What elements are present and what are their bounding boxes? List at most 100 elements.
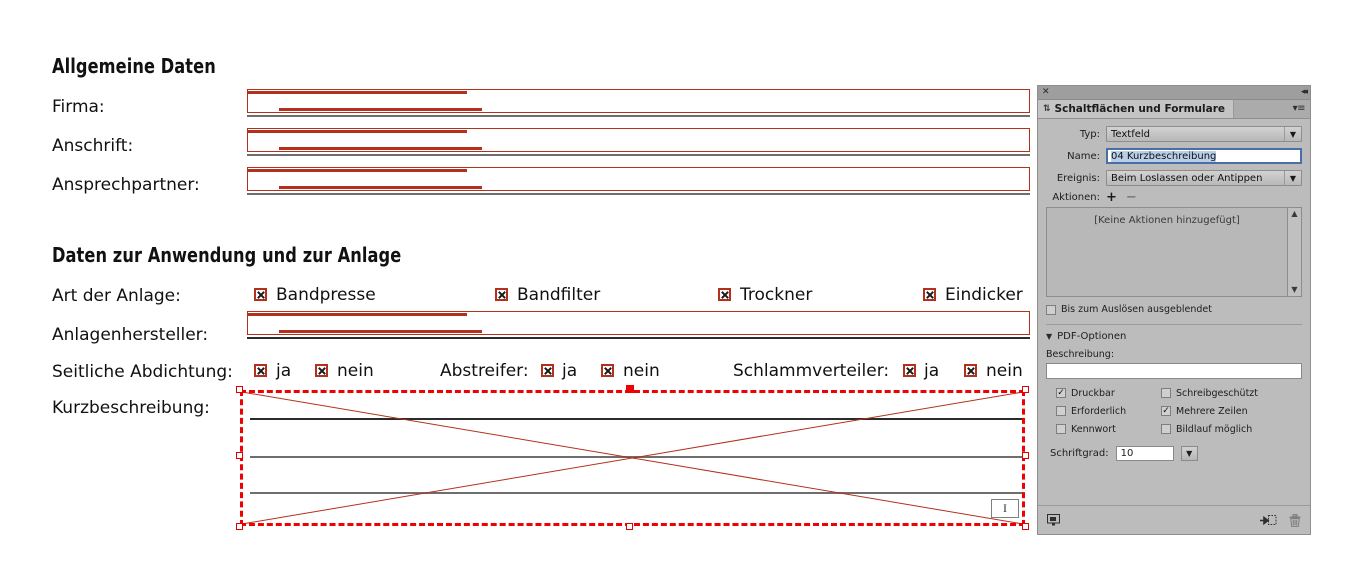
section-pdf-options[interactable]: ▼ PDF-Optionen xyxy=(1046,331,1302,342)
tab-schaltflaechen-und-formulare[interactable]: ⇅ Schaltflächen und Formulare xyxy=(1038,100,1234,118)
form-field-anlagenhersteller[interactable] xyxy=(247,311,1030,335)
option-label-bandpresse: Bandpresse xyxy=(276,285,376,305)
tab-grip-icon: ⇅ xyxy=(1043,104,1051,114)
remove-action-icon[interactable]: − xyxy=(1125,189,1137,205)
scroll-up-icon[interactable]: ▲ xyxy=(1291,209,1298,218)
selection-handle-bottom-center[interactable] xyxy=(626,523,633,530)
preview-monitor-glyph xyxy=(1047,514,1060,526)
input-name[interactable]: 04 Kurzbeschreibung xyxy=(1106,148,1302,164)
panel-footer xyxy=(1038,505,1310,534)
rule-firma xyxy=(247,115,1030,117)
checkbox-bandpresse[interactable] xyxy=(254,288,267,301)
preview-monitor-icon[interactable] xyxy=(1047,514,1060,526)
option-label-seitliche-abdichtung-nein: nein xyxy=(337,361,374,381)
checkbox-eindicker[interactable] xyxy=(923,288,936,301)
rule-anlagenhersteller xyxy=(247,337,1030,339)
panel-titlebar: ✕ ◂◂ xyxy=(1038,86,1310,100)
label-ansprechpartner: Ansprechpartner: xyxy=(52,175,200,195)
convert-to-button-icon[interactable] xyxy=(1260,514,1277,527)
checkbox-box[interactable] xyxy=(1046,304,1056,315)
checkbox-box[interactable]: ✓ xyxy=(1161,405,1171,416)
trash-glyph xyxy=(1289,513,1301,527)
add-action-icon[interactable]: + xyxy=(1106,189,1117,205)
form-field-firma[interactable] xyxy=(247,89,1030,113)
label-description: Beschreibung: xyxy=(1046,348,1115,360)
actions-list-scrollbar[interactable]: ▲ ▼ xyxy=(1287,208,1301,296)
buttons-and-forms-panel[interactable]: ✕ ◂◂ ⇅ Schaltflächen und Formulare ▾≡ Ty… xyxy=(1038,86,1310,534)
close-icon[interactable]: ✕ xyxy=(1042,87,1050,97)
select-type-value: Textfeld xyxy=(1111,128,1151,140)
selection-handle-top-center[interactable] xyxy=(626,385,634,393)
selection-handle-middle-right[interactable] xyxy=(1022,452,1029,459)
checkbox-erforderlich[interactable]: Erforderlich xyxy=(1056,406,1161,417)
row-type: Typ: Textfeld ▼ xyxy=(1046,126,1302,142)
checkbox-box[interactable] xyxy=(1056,406,1066,416)
selection-handle-middle-left[interactable] xyxy=(236,452,243,459)
divider xyxy=(1046,323,1302,325)
chevron-down-icon[interactable]: ▼ xyxy=(1284,171,1301,185)
checkbox-box[interactable] xyxy=(1161,424,1171,434)
label-seitliche-abdichtung: Seitliche Abdichtung: xyxy=(52,362,233,382)
empty-frame-cross-icon xyxy=(241,391,1024,525)
checkbox-kennwort[interactable]: Kennwort xyxy=(1056,424,1161,435)
selection-handle-bottom-left[interactable] xyxy=(236,523,243,530)
checkbox-bandfilter[interactable] xyxy=(495,288,508,301)
selection-handle-top-right[interactable] xyxy=(1022,386,1029,393)
selection-dashed-border xyxy=(240,390,1025,526)
row-font-size: Schriftgrad: 10 ▼ xyxy=(1050,445,1302,461)
disclosure-triangle-icon[interactable]: ▼ xyxy=(1046,331,1053,341)
rule-anschrift xyxy=(247,154,1030,156)
checkbox-bildlauf-moeglich[interactable]: Bildlauf möglich xyxy=(1161,424,1302,435)
chevron-down-icon[interactable]: ▼ xyxy=(1180,445,1198,461)
tab-label: Schaltflächen und Formulare xyxy=(1054,103,1225,115)
panel-body: Typ: Textfeld ▼ Name: 04 Kurzbeschreibun… xyxy=(1038,119,1310,461)
checkbox-seitliche-abdichtung-ja[interactable] xyxy=(254,364,267,377)
delete-icon[interactable] xyxy=(1289,513,1301,527)
selected-text-field-kurzbeschreibung[interactable]: I xyxy=(236,385,1029,530)
checkbox-druckbar[interactable]: ✓ Druckbar xyxy=(1056,388,1161,399)
select-event-value: Beim Loslassen oder Antippen xyxy=(1111,172,1263,184)
select-event[interactable]: Beim Loslassen oder Antippen ▼ xyxy=(1106,170,1302,186)
form-field-ansprechpartner[interactable] xyxy=(247,167,1030,191)
input-font-size[interactable]: 10 xyxy=(1115,445,1174,461)
panel-menu-icon[interactable]: ▾≡ xyxy=(1292,103,1306,114)
label-firma: Firma: xyxy=(52,97,105,117)
checkbox-abstreifer-nein[interactable] xyxy=(601,364,614,377)
checkbox-label: Kennwort xyxy=(1071,423,1116,435)
option-label-schlammverteiler-ja: ja xyxy=(924,361,940,381)
collapse-panel-icon[interactable]: ◂◂ xyxy=(1300,87,1308,97)
section-title-daten-anwendung: Daten zur Anwendung und zur Anlage xyxy=(52,243,402,267)
checkbox-label: Schreibgeschützt xyxy=(1176,387,1259,399)
checkbox-abstreifer-ja[interactable] xyxy=(541,364,554,377)
checkbox-label: Bildlauf möglich xyxy=(1176,423,1253,435)
row-actions: Aktionen: + − xyxy=(1046,189,1302,205)
checkbox-schreibgeschuetzt[interactable]: Schreibgeschützt xyxy=(1161,388,1302,399)
label-abstreifer: Abstreifer: xyxy=(440,361,529,381)
scroll-down-icon[interactable]: ▼ xyxy=(1291,285,1298,294)
option-label-trockner: Trockner xyxy=(740,285,813,305)
checkbox-hidden-until-triggered[interactable]: Bis zum Auslösen ausgeblendet xyxy=(1046,304,1212,315)
checkbox-schlammverteiler-nein[interactable] xyxy=(964,364,977,377)
label-event: Ereignis: xyxy=(1056,172,1100,184)
row-event: Ereignis: Beim Loslassen oder Antippen ▼ xyxy=(1046,170,1302,186)
label-actions: Aktionen: xyxy=(1052,192,1100,203)
option-label-abstreifer-nein: nein xyxy=(623,361,660,381)
select-type[interactable]: Textfeld ▼ xyxy=(1106,126,1302,142)
actions-list[interactable]: [Keine Aktionen hinzugefügt] ▲ ▼ xyxy=(1046,207,1302,297)
selection-handle-top-left[interactable] xyxy=(236,386,243,393)
checkbox-mehrere-zeilen[interactable]: ✓ Mehrere Zeilen xyxy=(1161,406,1302,417)
checkbox-seitliche-abdichtung-nein[interactable] xyxy=(315,364,328,377)
selection-handle-bottom-right[interactable] xyxy=(1022,523,1029,530)
option-label-bandfilter: Bandfilter xyxy=(517,285,601,305)
checkbox-trockner[interactable] xyxy=(718,288,731,301)
rule-ansprechpartner xyxy=(247,193,1030,195)
document-canvas[interactable]: Allgemeine Daten Firma: Anschrift: Anspr… xyxy=(0,0,1040,577)
checkbox-box[interactable] xyxy=(1056,424,1066,434)
checkbox-box[interactable]: ✓ xyxy=(1056,387,1066,398)
checkbox-box[interactable] xyxy=(1161,388,1171,398)
label-anschrift: Anschrift: xyxy=(52,136,134,156)
chevron-down-icon[interactable]: ▼ xyxy=(1284,127,1301,141)
form-field-anschrift[interactable] xyxy=(247,128,1030,152)
checkbox-schlammverteiler-ja[interactable] xyxy=(903,364,916,377)
input-description[interactable] xyxy=(1046,362,1302,379)
